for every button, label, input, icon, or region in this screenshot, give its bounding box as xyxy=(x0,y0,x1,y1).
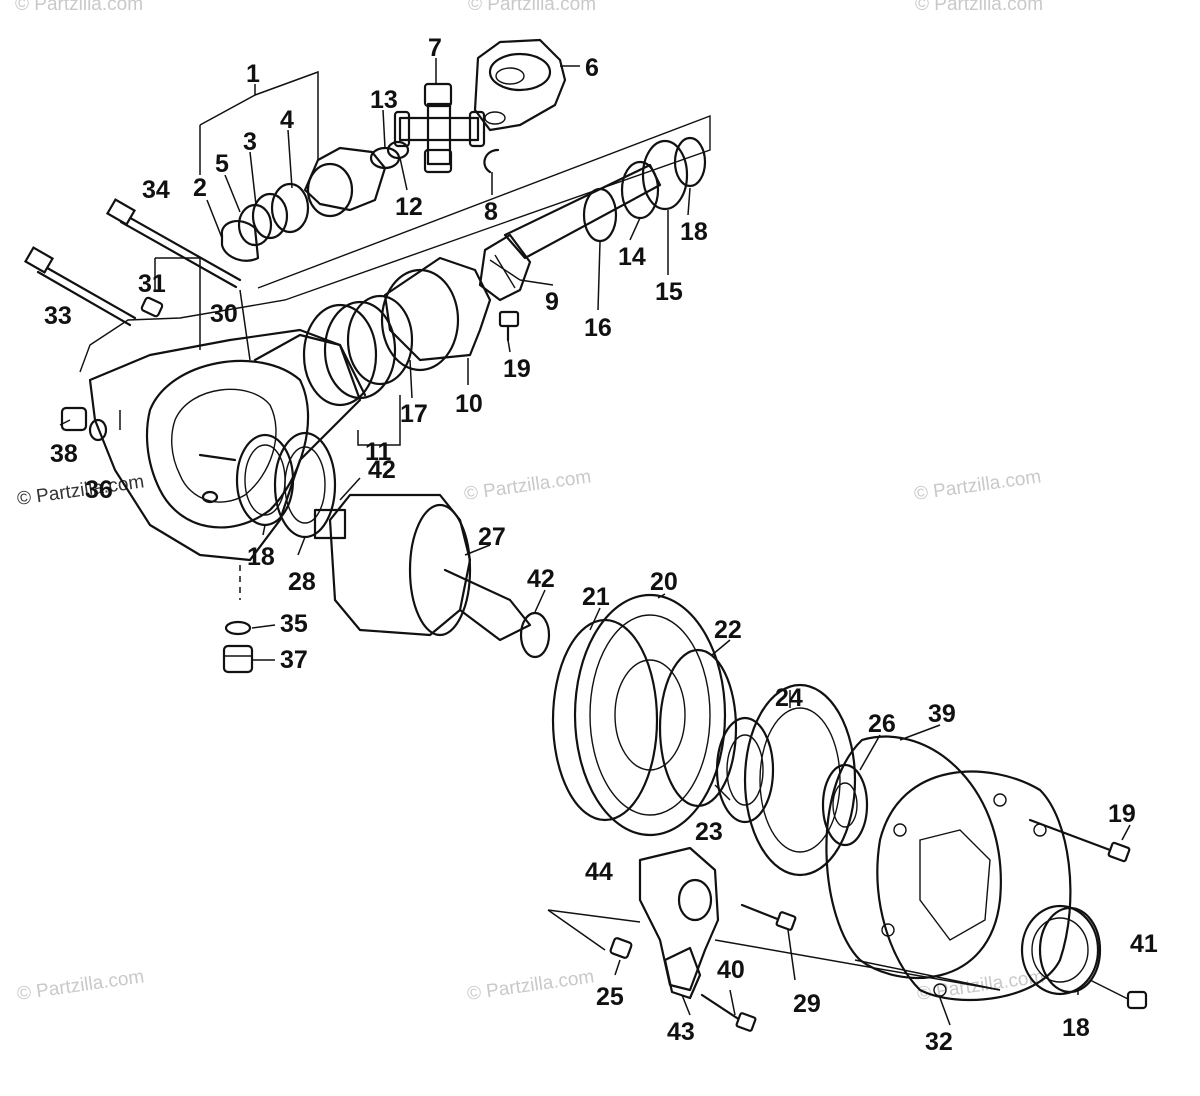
bearing-24 xyxy=(743,683,857,877)
bolt-33 xyxy=(23,246,137,327)
callout-11: 11 xyxy=(365,438,392,466)
callout-36: 36 xyxy=(85,476,113,504)
bolt-19-right xyxy=(1028,818,1131,863)
callout-14: 14 xyxy=(618,243,646,271)
differential-housing xyxy=(88,328,367,562)
callout-44: 44 xyxy=(585,858,613,886)
callout-19-upper: 19 xyxy=(503,355,531,383)
callout-28: 28 xyxy=(288,568,316,596)
callout-40: 40 xyxy=(717,956,745,984)
callout-10: 10 xyxy=(455,390,483,418)
callout-34: 34 xyxy=(142,176,170,204)
callout-19-right: 19 xyxy=(1108,800,1136,828)
fill-plug-37 xyxy=(222,565,254,674)
bolt-40 xyxy=(700,993,757,1032)
pinion-group-outline xyxy=(79,114,711,373)
callout-22: 22 xyxy=(714,616,742,644)
callout-24: 24 xyxy=(775,684,803,712)
callout-5: 5 xyxy=(215,150,229,178)
callout-18-upper: 18 xyxy=(680,218,708,246)
callout-37: 37 xyxy=(280,646,308,674)
callout-32: 32 xyxy=(925,1028,953,1056)
watermark: © Partzilla.com xyxy=(468,0,596,15)
callout-39: 39 xyxy=(928,700,956,728)
callout-30: 30 xyxy=(210,300,238,328)
gear-23 xyxy=(715,716,775,824)
callout-23: 23 xyxy=(695,818,723,846)
bolt-19-upper xyxy=(498,310,520,342)
callout-4: 4 xyxy=(280,106,294,134)
callout-18-right: 18 xyxy=(1062,1014,1090,1042)
callout-labels: 1 2 3 4 5 6 7 8 9 10 11 12 13 14 15 16 1… xyxy=(44,34,1158,1056)
callout-15: 15 xyxy=(655,278,683,306)
pinion-carrier xyxy=(302,256,492,407)
callout-18-left: 18 xyxy=(247,543,275,571)
callout-12: 12 xyxy=(395,193,423,221)
bolt-29 xyxy=(740,903,797,931)
watermarks: © Partzilla.com © Partzilla.com © Partzi… xyxy=(15,0,1045,1005)
callout-17: 17 xyxy=(400,400,428,428)
watermark: © Partzilla.com xyxy=(16,966,146,1005)
watermark: © Partzilla.com xyxy=(913,466,1043,505)
watermark-dark: © Partzilla.com xyxy=(16,471,146,510)
universal-joint xyxy=(393,82,486,174)
callout-27: 27 xyxy=(478,523,506,551)
callout-25: 25 xyxy=(596,983,624,1011)
gasket-39 xyxy=(825,735,1002,980)
callout-33: 33 xyxy=(44,302,72,330)
callout-43: 43 xyxy=(667,1018,695,1046)
pinion-shaft xyxy=(478,136,707,302)
reference-lines xyxy=(547,909,1001,991)
callout-29: 29 xyxy=(793,990,821,1018)
differential-carrier xyxy=(313,493,551,659)
callout-35: 35 xyxy=(280,610,308,638)
callout-20: 20 xyxy=(650,568,678,596)
leader-lines xyxy=(59,58,1131,1026)
mount-plate xyxy=(609,846,720,1000)
callout-8: 8 xyxy=(484,198,498,226)
o-ring-22 xyxy=(658,648,738,808)
bolt-34 xyxy=(105,198,242,289)
watermark: © Partzilla.com xyxy=(463,466,593,505)
callout-13: 13 xyxy=(370,86,398,114)
callout-21: 21 xyxy=(582,583,610,611)
nut-41 xyxy=(1089,979,1148,1010)
callout-26: 26 xyxy=(868,710,896,738)
pin-31 xyxy=(140,296,164,318)
callout-38: 38 xyxy=(50,440,78,468)
drain-plug-38 xyxy=(60,406,108,442)
callout-9: 9 xyxy=(545,288,559,316)
callout-42-upper: 42 xyxy=(368,456,396,484)
axle-housing xyxy=(876,770,1102,1002)
callout-7: 7 xyxy=(428,34,442,62)
flange-yoke xyxy=(473,38,567,132)
callout-6: 6 xyxy=(585,54,599,82)
callout-1: 1 xyxy=(246,60,260,88)
watermark: © Partzilla.com xyxy=(915,0,1043,15)
callout-3: 3 xyxy=(243,128,257,156)
snap-ring xyxy=(483,148,500,174)
callout-42-lower: 42 xyxy=(527,565,555,593)
yoke-assembly xyxy=(220,140,410,262)
callout-41: 41 xyxy=(1130,930,1158,958)
callout-16: 16 xyxy=(584,314,612,342)
watermark: © Partzilla.com xyxy=(15,0,143,15)
callout-31: 31 xyxy=(138,270,166,298)
ring-gear xyxy=(551,593,727,837)
watermark: © Partzilla.com xyxy=(466,966,596,1005)
callout-2: 2 xyxy=(193,174,207,202)
